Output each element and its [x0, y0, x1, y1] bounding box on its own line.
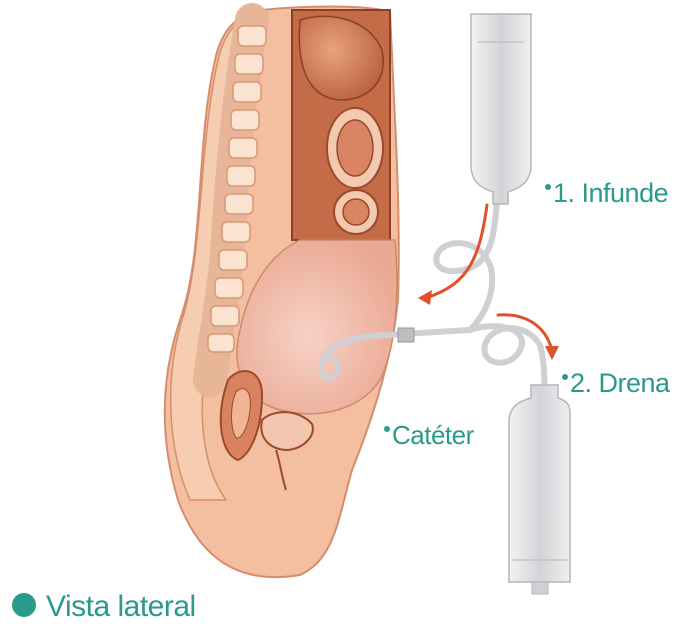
label-dot: [384, 426, 390, 432]
legend: Vista lateral: [12, 590, 196, 624]
label-dot: [562, 374, 568, 380]
label-catheter-text: Catéter: [392, 420, 474, 450]
infusion-tube: [436, 200, 497, 330]
vertebra: [211, 306, 239, 326]
label-drain-text: 2. Drena: [570, 368, 670, 398]
infusion-arrow: [425, 205, 487, 298]
vertebra: [229, 138, 257, 158]
vertebra: [227, 166, 255, 186]
vertebra: [235, 54, 263, 74]
legend-dot: [12, 593, 36, 617]
drain-bag-icon: [509, 385, 570, 594]
bladder: [261, 412, 312, 450]
vertebra: [231, 110, 259, 130]
vertebra: [225, 194, 253, 214]
label-infuse-text: 1. Infunde: [553, 178, 668, 208]
vertebra: [219, 250, 247, 270]
legend-text: Vista lateral: [46, 590, 196, 623]
label-catheter: Catéter: [384, 420, 474, 451]
vertebra: [222, 222, 250, 242]
vertebra: [238, 26, 266, 46]
vertebra: [233, 82, 261, 102]
vertebra: [215, 278, 243, 298]
vertebra: [208, 334, 234, 352]
label-infuse: 1. Infunde: [545, 178, 668, 209]
upper-organs: [292, 10, 390, 240]
label-dot: [545, 184, 551, 190]
label-drain: 2. Drena: [562, 368, 670, 399]
infusion-bag-icon: [471, 14, 531, 204]
